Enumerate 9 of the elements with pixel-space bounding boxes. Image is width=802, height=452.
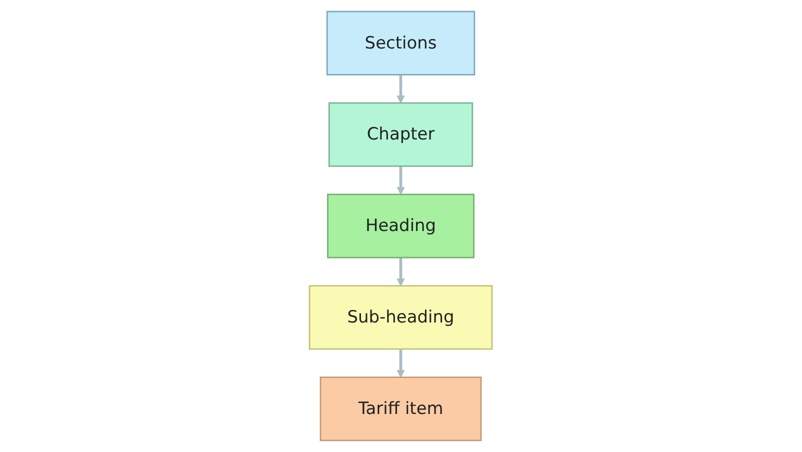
node-box: Heading: [327, 194, 475, 258]
node-box: Sub-heading: [309, 285, 493, 350]
node-box: Sections: [326, 10, 476, 76]
node-box: Chapter: [328, 102, 474, 167]
arrow: [396, 166, 406, 195]
arrow: [396, 258, 406, 286]
node-box: Tariff item: [320, 376, 482, 442]
arrow: [396, 349, 406, 378]
arrow: [396, 74, 406, 104]
